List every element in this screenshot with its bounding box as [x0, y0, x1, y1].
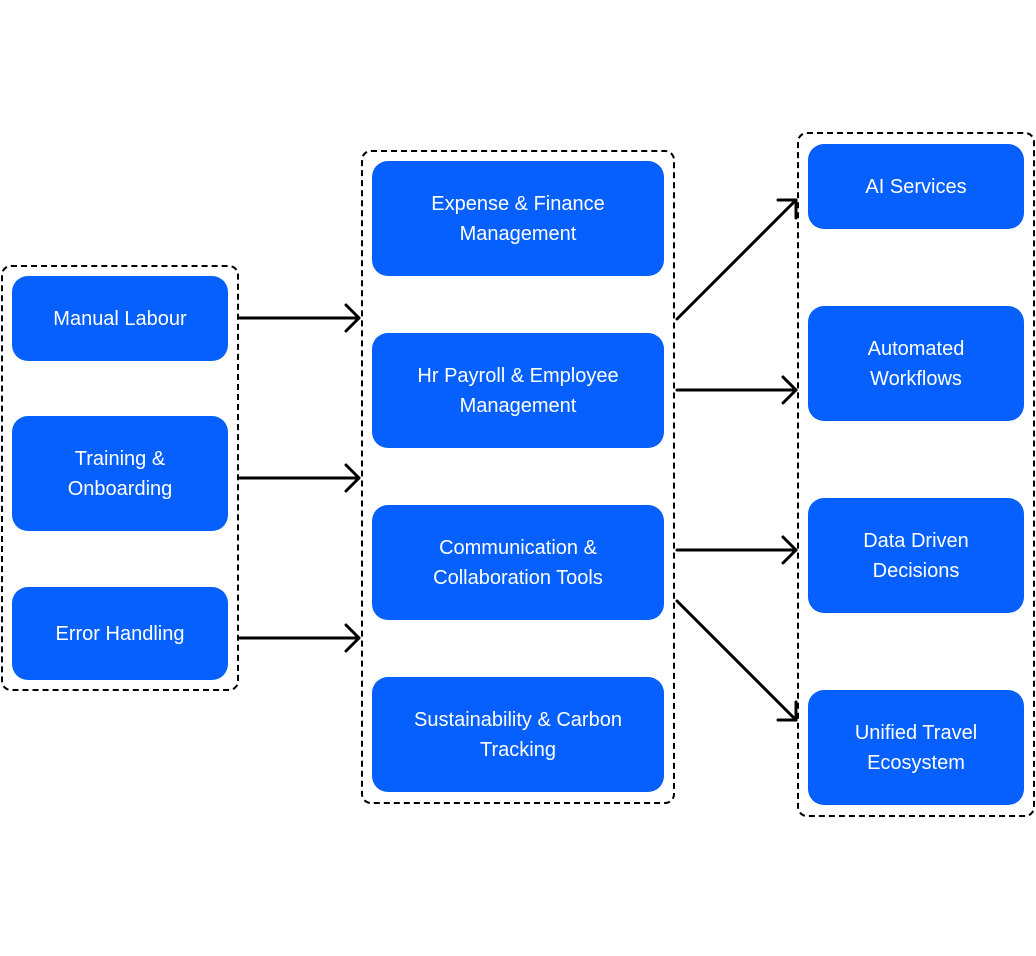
node-label: Training & Onboarding	[67, 447, 173, 500]
node-data-driven: Data Driven Decisions	[808, 498, 1024, 613]
node-label: Error Handling	[55, 622, 185, 645]
arrow-training-onboarding	[238, 463, 361, 493]
node-manual-labour: Manual Labour	[12, 276, 228, 361]
node-label: Manual Labour	[53, 307, 187, 330]
node-label: Hr Payroll & Employee Management	[417, 364, 619, 417]
node-label: Unified Travel Ecosystem	[854, 721, 978, 774]
node-label: Expense & Finance Management	[431, 192, 605, 245]
left-group	[1, 265, 239, 691]
middle-group	[361, 150, 675, 804]
right-group	[797, 132, 1035, 817]
node-label: Communication & Collaboration Tools	[433, 536, 603, 589]
arrow-manual-labour	[238, 303, 361, 333]
node-training-onboarding: Training & Onboarding	[12, 416, 228, 531]
node-label: Data Driven Decisions	[863, 529, 969, 582]
node-ai-services: AI Services	[808, 144, 1024, 229]
arrow-unified-travel	[675, 599, 798, 722]
node-label: AI Services	[865, 175, 967, 198]
node-expense-finance: Expense & Finance Management	[372, 161, 664, 276]
node-hr-payroll: Hr Payroll & Employee Management	[372, 333, 664, 448]
node-communication: Communication & Collaboration Tools	[372, 505, 664, 620]
arrow-ai-services	[675, 198, 798, 321]
arrow-data-driven	[675, 535, 798, 565]
node-sustainability: Sustainability & Carbon Tracking	[372, 677, 664, 792]
node-label: Sustainability & Carbon Tracking	[414, 708, 622, 761]
node-automated-workflows: Automated Workflows	[808, 306, 1024, 421]
node-unified-travel: Unified Travel Ecosystem	[808, 690, 1024, 805]
arrow-automated-workflows	[675, 375, 798, 405]
arrow-error-handling	[238, 623, 361, 653]
node-error-handling: Error Handling	[12, 587, 228, 680]
node-label: Automated Workflows	[867, 337, 965, 390]
